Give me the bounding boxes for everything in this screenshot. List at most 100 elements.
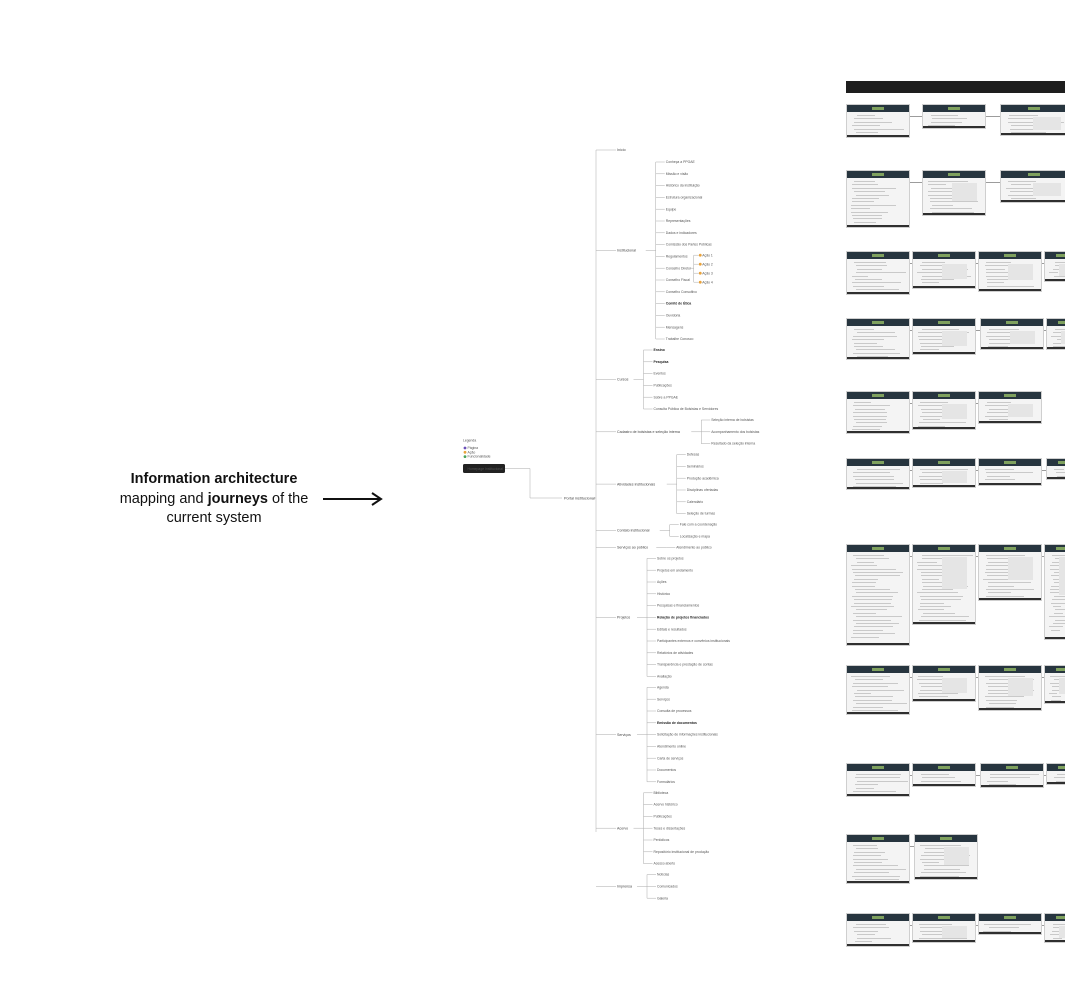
action-dot (698, 280, 702, 284)
journey-connector (910, 556, 912, 557)
tree-child-node: Documentos (657, 768, 676, 772)
caption-bold-1: Information architecture (130, 471, 298, 487)
tree-child-node: Periódicos (654, 838, 670, 842)
tree-section-node: Acervo (617, 826, 628, 830)
screen-thumbnail (980, 763, 1044, 789)
tree-child-node: Seminários (687, 465, 704, 469)
journey-connector (910, 116, 922, 117)
screen-thumbnail (922, 104, 986, 129)
tree-child-node: Conheça a PPGAE (666, 160, 696, 164)
tree-child-node: Produção acadêmica (687, 476, 719, 480)
legend-item-label: Funcionalidade (468, 455, 491, 459)
journey-connector (1042, 925, 1044, 926)
screen-thumbnail (1044, 544, 1065, 640)
tree-child-node: Comunicados (657, 885, 678, 889)
screen-thumbnail (1044, 913, 1065, 944)
screen-thumbnail (980, 318, 1044, 351)
journey-connector (910, 263, 912, 264)
tree-child-node: Fale com a coordenação (680, 523, 717, 527)
tree-child-node: Projetos em andamento (657, 568, 693, 572)
journey-connector (910, 470, 912, 471)
screen-thumbnail (846, 544, 910, 646)
journey-connector (976, 330, 980, 331)
homepage-node-label: Homepage Institucional (468, 467, 504, 471)
tree-child-node: Publicações (654, 384, 673, 388)
journey-connector (910, 330, 912, 331)
screen-thumbnail (1046, 458, 1065, 480)
root-node-label: Portal institucional (564, 497, 595, 501)
tree-child-node: Equipe (666, 207, 677, 211)
tree-child-node: Editais e resultados (657, 627, 687, 631)
legend-swatch (463, 455, 467, 458)
tree-child-node: Repositório institucional de produção (654, 850, 710, 854)
caption-text-4: of the current system (166, 490, 309, 527)
tree-child-node: Estrutura organizacional (666, 196, 703, 200)
screen-thumbnail (912, 318, 976, 355)
tree-child-node: Calendário (687, 500, 704, 504)
tree-child-node: Relação de projetos financiados (657, 616, 709, 620)
journey-connector (1044, 775, 1046, 776)
tree-child-node: Notícias (657, 873, 670, 877)
screen-thumbnail (978, 665, 1042, 711)
journey-connector (910, 775, 912, 776)
caption-text-2: mapping and (119, 490, 208, 507)
tree-child-node: Resultado da seleção interna (711, 442, 755, 446)
legend-swatch (463, 446, 467, 450)
tree-child-node: Teses e dissertações (654, 826, 686, 830)
journey-connector (986, 116, 1000, 117)
screen-thumbnail (1000, 170, 1065, 204)
tree-child-node: Disciplinas ofertadas (687, 488, 719, 492)
journey-connector (986, 182, 1000, 183)
journey-connector (976, 263, 978, 264)
action-node: Ação 3 (702, 271, 713, 275)
tree-child-node: Seleção de turmas (687, 512, 716, 516)
tree-child-node: Consulta Pública de Bolsistas e Servidor… (654, 407, 719, 411)
tree-child-node: Trabalhe Conosco (666, 337, 694, 341)
tree-child-node: Relatórios de atividades (657, 651, 693, 655)
tree-child-node: Missão e visão (666, 172, 689, 176)
tree-section-node: Atividades institucionais (617, 482, 655, 486)
action-node: Ação 2 (702, 262, 713, 266)
legend-item-label: Página (468, 446, 479, 450)
screen-thumbnail (978, 913, 1042, 936)
screen-thumbnail (978, 391, 1042, 425)
tree-child-node: Serviços (657, 697, 670, 701)
tree-child-node: Histórico (657, 592, 670, 596)
legend-title: Legenda (463, 439, 476, 443)
screen-thumbnail (846, 318, 910, 360)
tree-child-node: Transparência e prestação de contas (657, 663, 713, 667)
tree-child-node: Ensino (654, 348, 665, 352)
tree-child-node: Publicações (654, 815, 673, 819)
journey-connector (1042, 263, 1044, 264)
tree-child-node: Galeria (657, 896, 668, 900)
homepage-node: Homepage Institucional (463, 464, 505, 473)
screen-thumbnail (846, 104, 910, 138)
screen-thumbnail (1046, 318, 1065, 351)
tree-child-node: Pesquisa (654, 360, 669, 364)
tree-child-node: Emissão de documentos (657, 721, 697, 725)
screen-thumbnail (846, 834, 910, 884)
tree-child-node: Pesquisas e financiamentos (657, 604, 700, 608)
action-dot (698, 271, 702, 275)
tree-child-node: Seleção interna de bolsistas (711, 418, 754, 422)
journey-connector (1044, 330, 1046, 331)
tree-child-node: Localização e mapa (680, 535, 710, 539)
action-dot (698, 262, 702, 266)
tree-section-node: Cadastro de bolsistas e seleção interna (617, 430, 680, 434)
action-dot (698, 253, 702, 257)
screen-thumbnail (912, 544, 976, 625)
tree-child-node: Acervo histórico (654, 803, 678, 807)
caption-bold-3: journeys (207, 490, 268, 507)
journey-connector (976, 556, 978, 557)
screen-thumbnail (912, 665, 976, 702)
caption: Information architecture mapping and jou… (110, 470, 318, 529)
tree-child-node: Consulta de processos (657, 709, 692, 713)
screen-thumbnail (1044, 665, 1065, 704)
screen-thumbnail (846, 170, 910, 228)
action-node: Ação 4 (702, 280, 713, 284)
tree-child-node: Agenda (657, 686, 669, 690)
screen-thumbnail (1000, 104, 1065, 137)
journey-connector (910, 403, 912, 404)
tree-child-node: Biblioteca (654, 791, 669, 795)
